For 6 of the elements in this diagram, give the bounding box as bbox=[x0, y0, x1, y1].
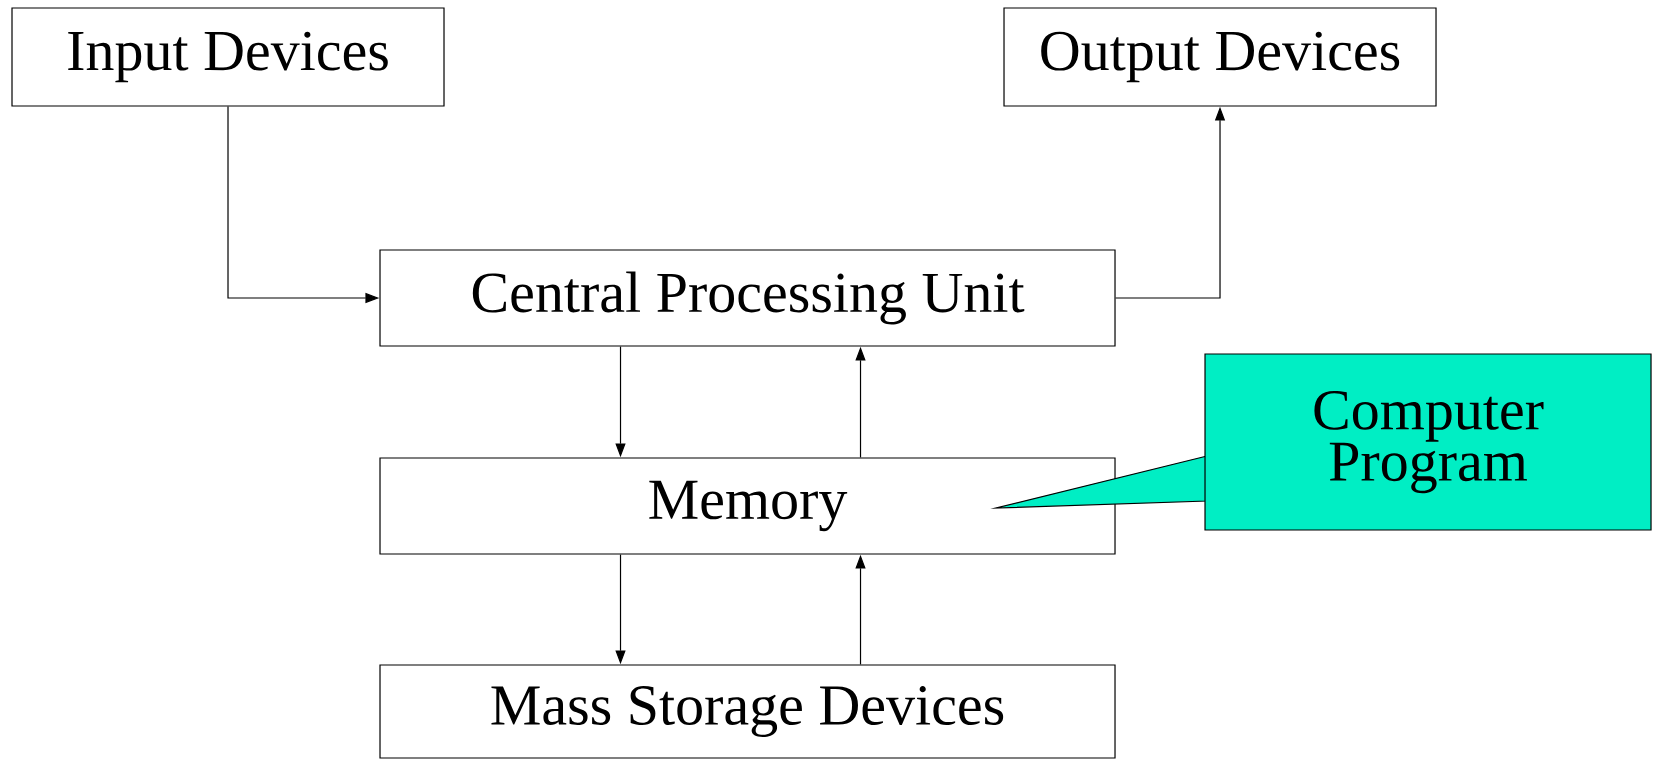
device-box: Input Devices bbox=[11, 7, 445, 107]
storage-box: Mass Storage Devices bbox=[379, 664, 1116, 759]
memory-box: Memory bbox=[379, 457, 1116, 555]
callout-box: Computer Program bbox=[990, 353, 1652, 531]
device-box: Output Devices bbox=[1003, 7, 1437, 107]
process-box: Central Processing Unit bbox=[379, 249, 1116, 347]
